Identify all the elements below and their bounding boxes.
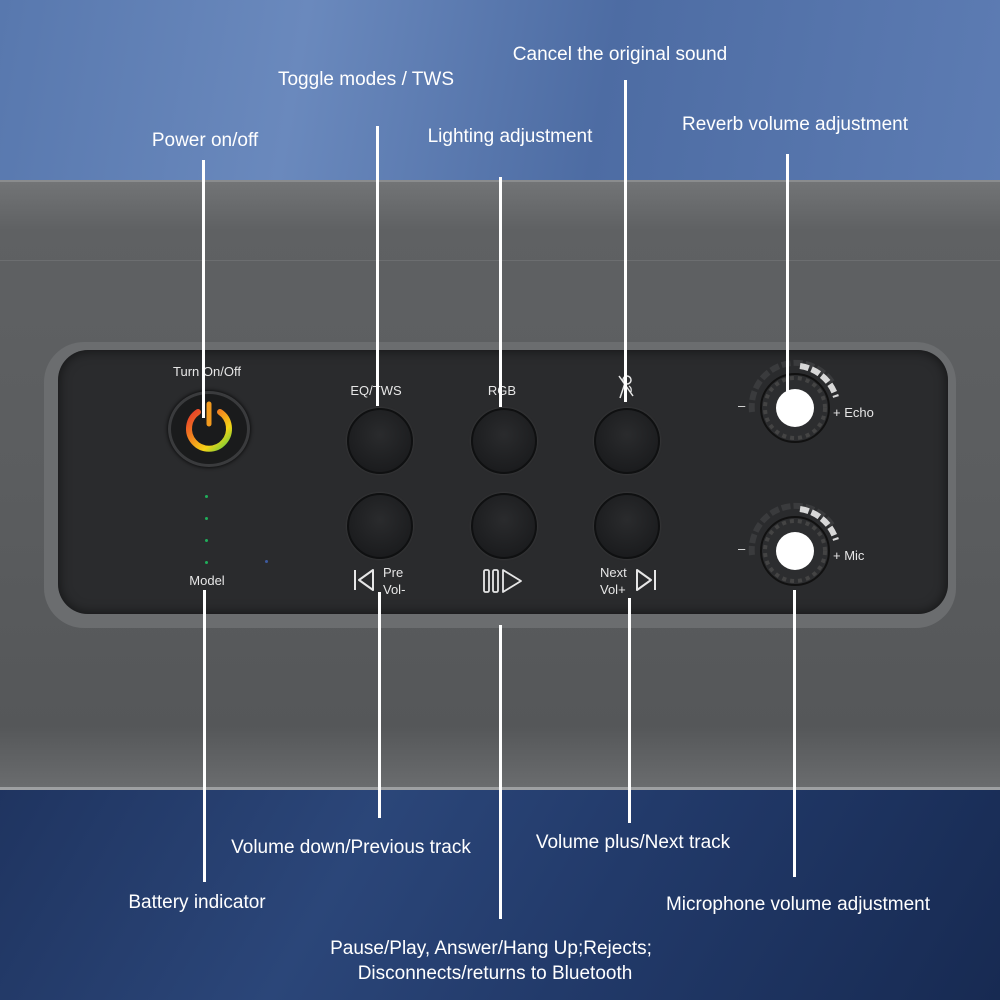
callout-pause-play-line2: Disconnects/returns to Bluetooth bbox=[357, 963, 633, 984]
callout-cancel-sound: Cancel the original sound bbox=[512, 44, 728, 65]
mic-plus-label: + Mic bbox=[833, 548, 865, 563]
callout-line-reverb bbox=[786, 154, 789, 404]
callout-power: Power on/off bbox=[151, 130, 259, 151]
vol-minus-label: Vol- bbox=[383, 582, 406, 597]
callout-volume-down: Volume down/Previous track bbox=[231, 837, 471, 858]
callout-microphone: Microphone volume adjustment bbox=[665, 894, 931, 915]
callout-pause-play-line1: Pause/Play, Answer/Hang Up;Rejects; bbox=[330, 938, 652, 959]
callout-line-lighting bbox=[499, 177, 502, 407]
callout-line-power bbox=[202, 160, 205, 418]
battery-led bbox=[205, 539, 208, 542]
skip-next-icon bbox=[636, 569, 656, 591]
pre-label: Pre bbox=[383, 565, 404, 580]
mic-knob-dial bbox=[748, 502, 839, 586]
power-icon bbox=[186, 401, 232, 452]
battery-led bbox=[205, 561, 208, 564]
background-top bbox=[0, 0, 1000, 190]
callout-toggle-modes: Toggle modes / TWS bbox=[277, 69, 455, 90]
next-label: Next bbox=[600, 565, 627, 580]
rgb-button[interactable] bbox=[471, 408, 537, 474]
vocal-cancel-button[interactable] bbox=[594, 408, 660, 474]
mic-minus-label: – bbox=[738, 541, 746, 556]
callout-line-volume-plus bbox=[628, 598, 631, 823]
callout-battery: Battery indicator bbox=[128, 892, 266, 913]
echo-knob[interactable] bbox=[740, 352, 850, 462]
callout-line-pause-play bbox=[499, 625, 502, 919]
battery-led bbox=[205, 517, 208, 520]
callout-lighting: Lighting adjustment bbox=[427, 126, 593, 147]
callout-line-toggle bbox=[376, 126, 379, 406]
vol-plus-label: Vol+ bbox=[600, 582, 626, 597]
echo-plus-label: + Echo bbox=[833, 405, 874, 420]
callout-line-volume-down bbox=[378, 592, 381, 818]
previous-volume-down-button[interactable] bbox=[347, 493, 413, 559]
next-volume-up-button[interactable] bbox=[594, 493, 660, 559]
mic-knob[interactable] bbox=[740, 495, 850, 605]
play-pause-button[interactable] bbox=[471, 493, 537, 559]
skip-previous-icon bbox=[354, 569, 374, 591]
echo-minus-label: – bbox=[738, 398, 746, 413]
eq-tws-button[interactable] bbox=[347, 408, 413, 474]
rgb-label: RGB bbox=[487, 383, 517, 398]
turn-on-off-label: Turn On/Off bbox=[173, 364, 241, 379]
model-label: Model bbox=[189, 573, 225, 588]
echo-knob-dial bbox=[748, 359, 839, 443]
play-pause-icon bbox=[483, 569, 522, 593]
power-button[interactable] bbox=[168, 391, 250, 467]
callout-line-microphone bbox=[793, 590, 796, 877]
callout-volume-plus: Volume plus/Next track bbox=[535, 832, 731, 853]
battery-led bbox=[205, 495, 208, 498]
callout-line-battery bbox=[203, 590, 206, 882]
callout-reverb: Reverb volume adjustment bbox=[682, 114, 908, 135]
callout-line-cancel bbox=[624, 80, 627, 402]
status-led bbox=[265, 560, 268, 563]
